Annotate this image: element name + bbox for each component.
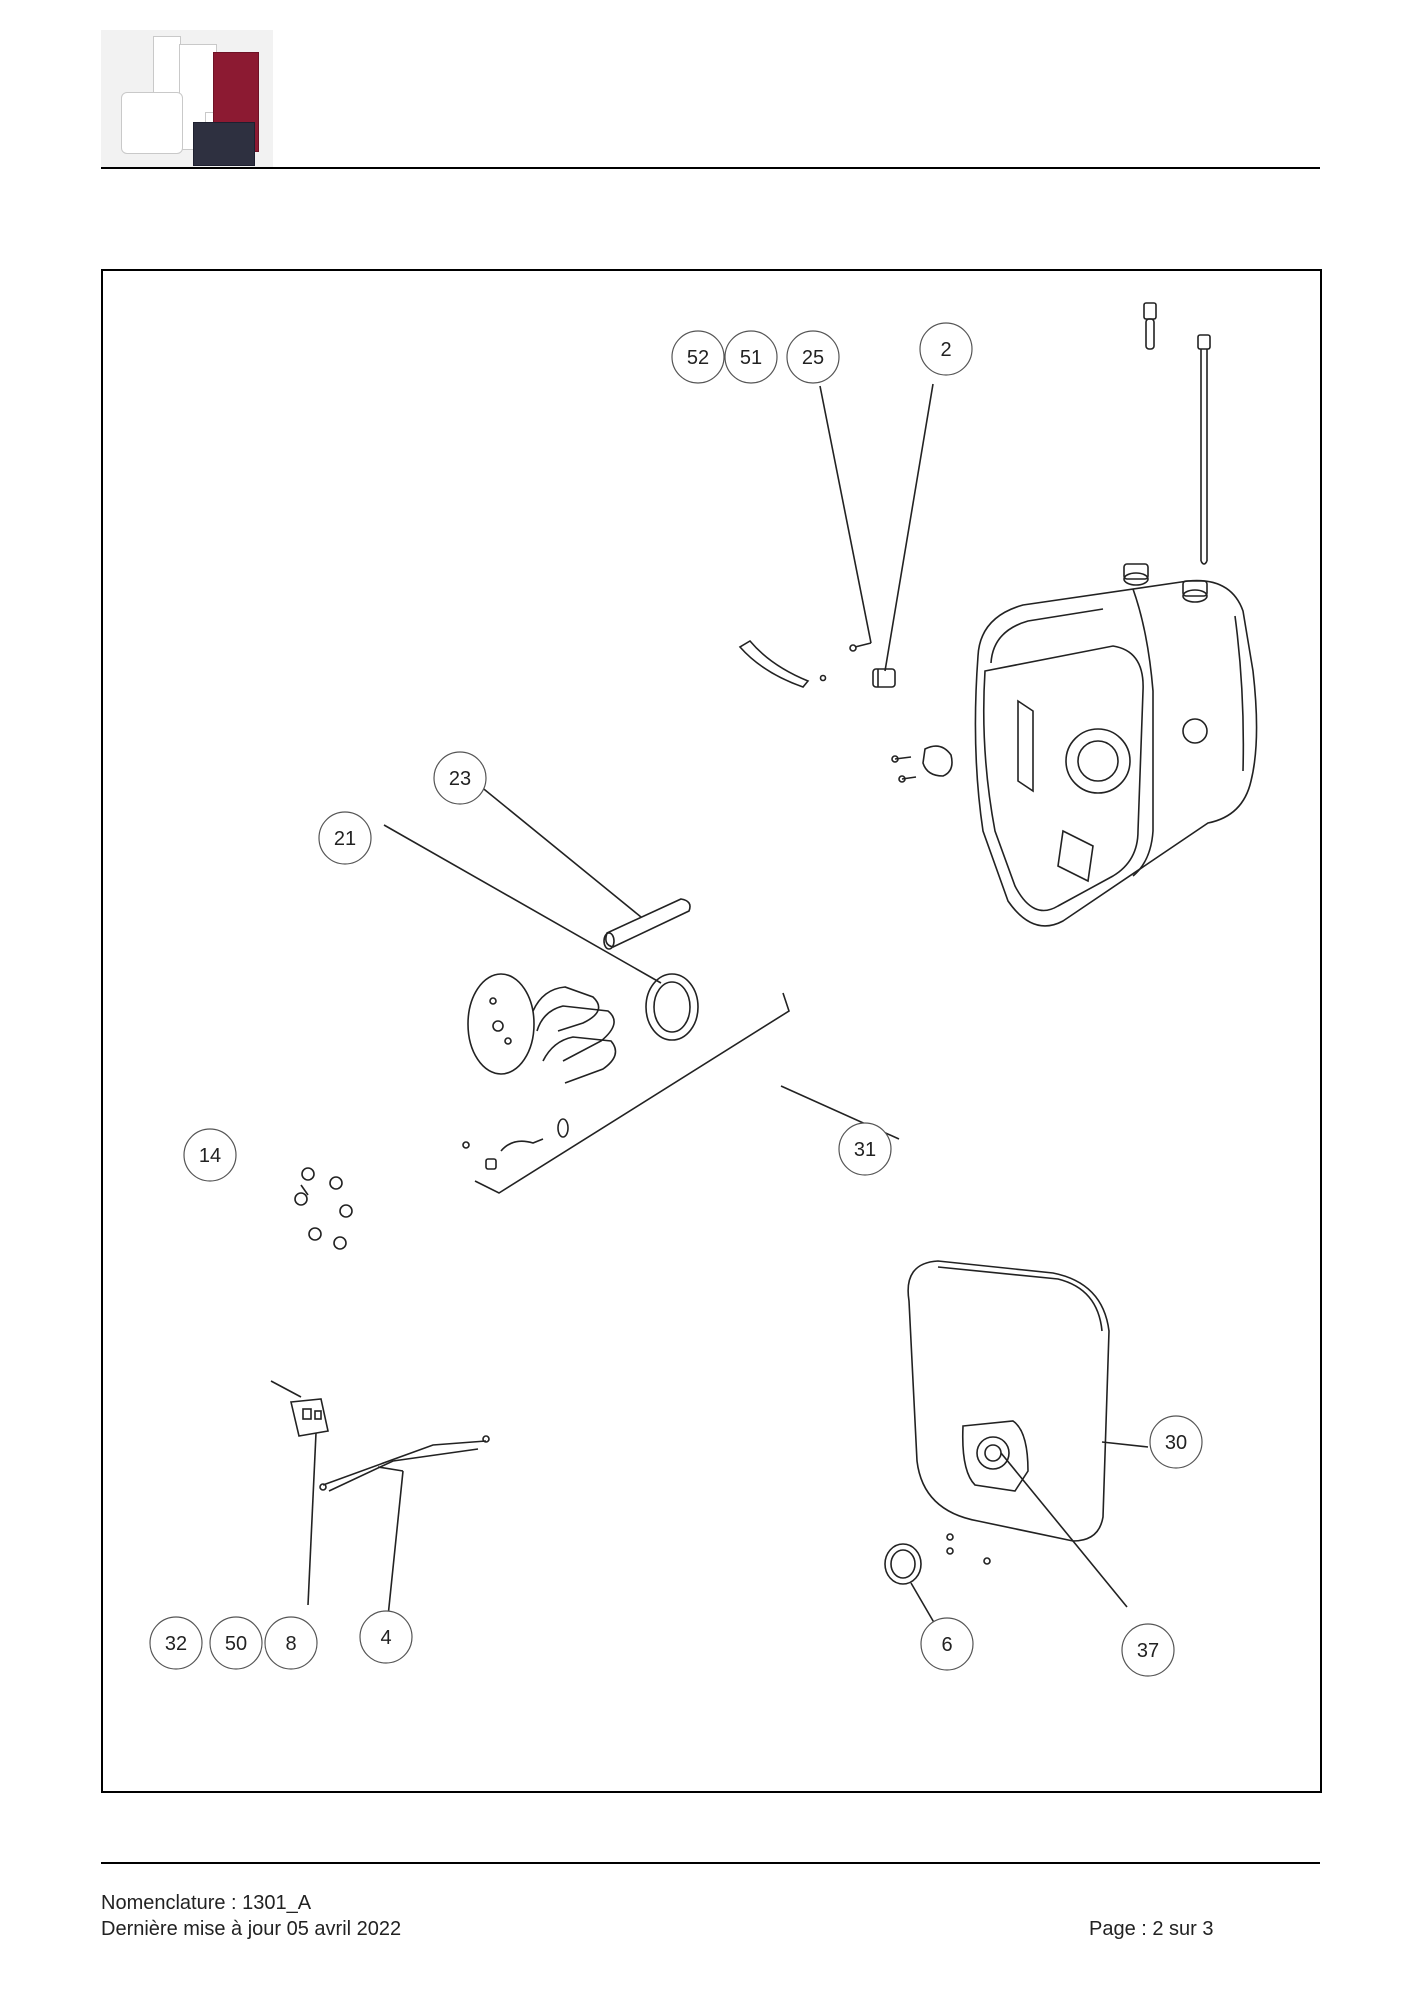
header-rule bbox=[101, 167, 1320, 169]
anode-rod-drawing bbox=[1197, 334, 1211, 565]
heating-element-drawing bbox=[467, 973, 617, 1084]
brand-logo bbox=[101, 30, 273, 168]
control-knob-drawing bbox=[884, 1543, 922, 1585]
exploded-diagram-frame: 5251252532321311430325084637 bbox=[101, 269, 1322, 1793]
front-cover-drawing bbox=[907, 1260, 1110, 1565]
magnesium-anode-drawing bbox=[603, 898, 691, 950]
callout-leader-lines bbox=[300, 383, 1149, 1639]
page-number: Page : 2 sur 3 bbox=[1089, 1918, 1214, 1940]
nuts-drawing bbox=[294, 1167, 353, 1250]
anode-small-drawing bbox=[1143, 302, 1157, 350]
panel-heater-icon bbox=[193, 122, 255, 166]
screw-drawing bbox=[849, 642, 872, 652]
thermostat-drawing bbox=[270, 1380, 329, 1437]
nomenclature-reference: Nomenclature : 1301_A bbox=[101, 1892, 312, 1914]
bracket-drawing bbox=[738, 639, 827, 688]
water-heater-tank-drawing bbox=[974, 563, 1258, 927]
footer-rule bbox=[101, 1862, 1320, 1864]
thermostat-holder-drawing bbox=[872, 668, 896, 688]
element-kit-bracket-drawing bbox=[474, 992, 790, 1194]
exploded-parts-diagram bbox=[270, 302, 1258, 1639]
clip-drawing bbox=[891, 745, 953, 783]
element-kit-small-parts-drawing bbox=[462, 1118, 569, 1170]
heat-pump-icon bbox=[121, 92, 183, 154]
flange-gasket-drawing bbox=[645, 973, 699, 1041]
last-update-date: Dernière mise à jour 05 avril 2022 bbox=[101, 1918, 402, 1940]
wiring-harness-drawing bbox=[319, 1435, 490, 1492]
